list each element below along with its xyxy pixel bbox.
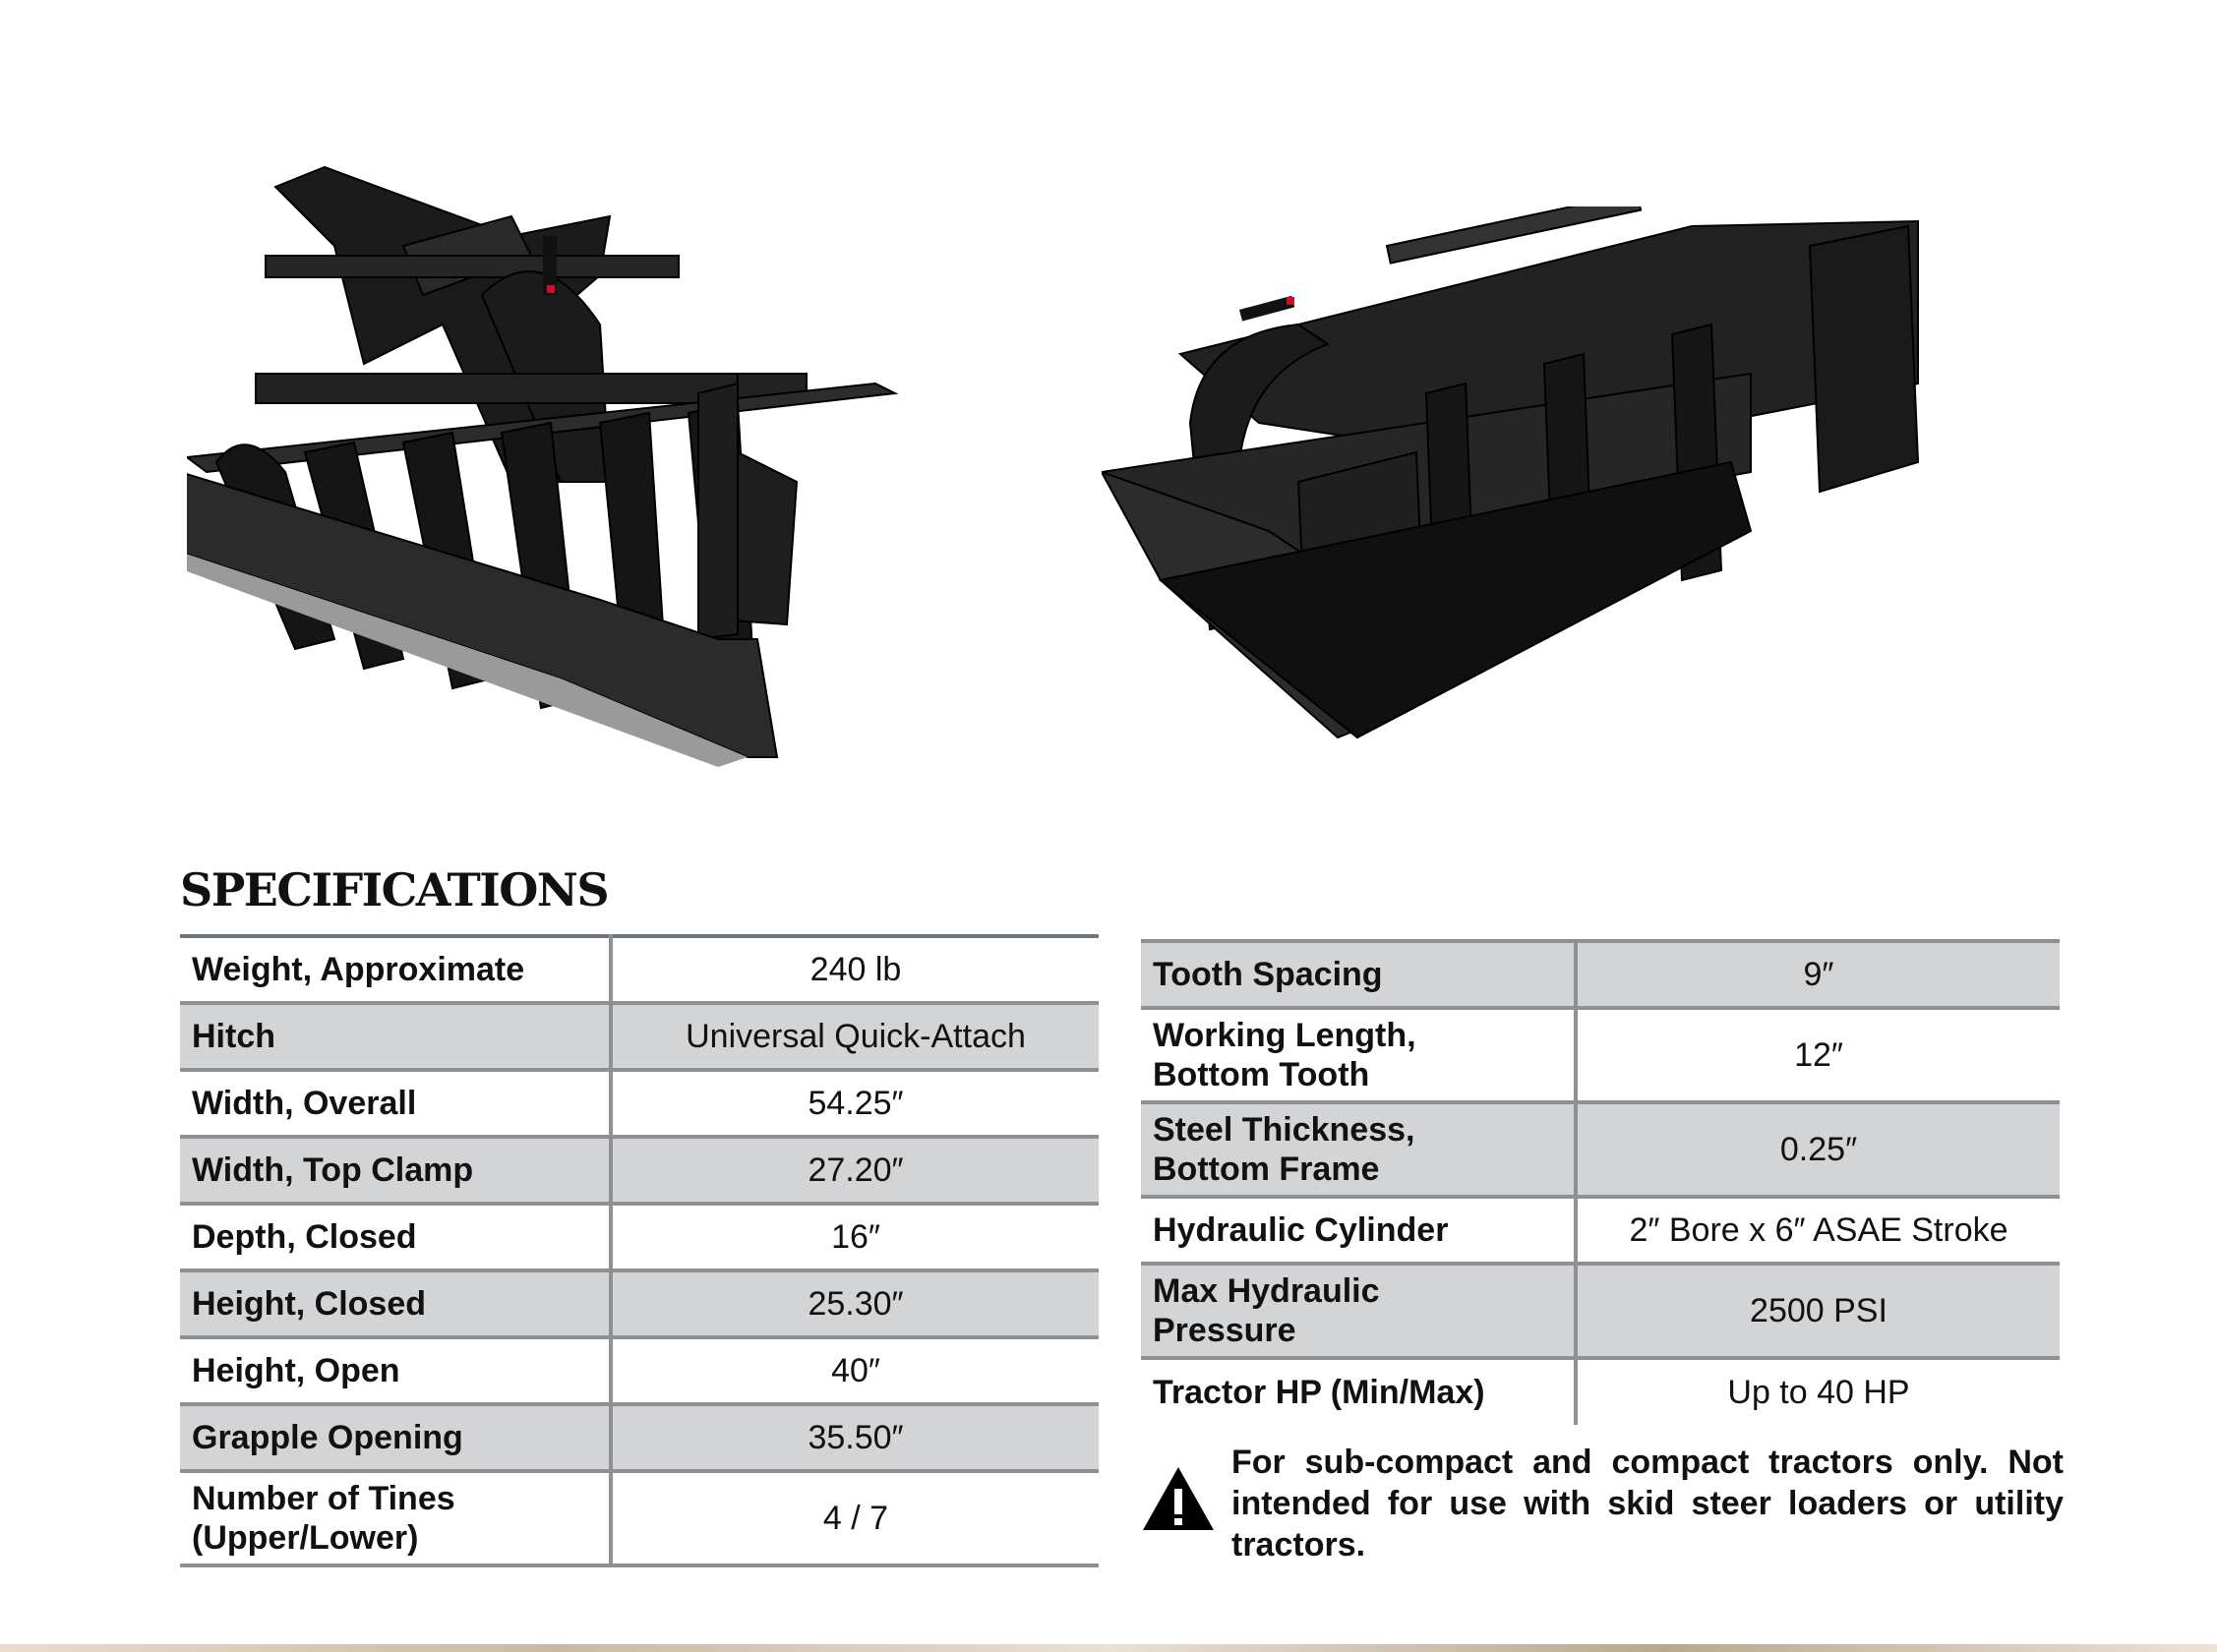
spec-value: Universal Quick-Attach <box>611 1003 1099 1072</box>
spec-value: 54.25″ <box>611 1070 1099 1139</box>
spec-label: Working Length,Bottom Tooth <box>1141 1008 1578 1104</box>
grapple-front-view-image <box>187 165 899 767</box>
spec-value: 4 / 7 <box>611 1471 1099 1567</box>
spec-value: 2500 PSI <box>1576 1264 2060 1360</box>
spec-label: Tractor HP (Min/Max) <box>1141 1358 1578 1425</box>
spec-label: Width, Overall <box>180 1070 613 1139</box>
spec-value: 16″ <box>611 1204 1099 1272</box>
warning-triangle-icon <box>1143 1467 1214 1530</box>
spec-label: Tooth Spacing <box>1141 941 1578 1010</box>
spec-label: Steel Thickness,Bottom Frame <box>1141 1102 1578 1199</box>
spec-value: 9″ <box>1576 941 2060 1010</box>
table-row: Number of Tines(Upper/Lower)4 / 7 <box>180 1471 1099 1567</box>
spec-label: Weight, Approximate <box>180 936 613 1005</box>
table-row: Tractor HP (Min/Max) Up to 40 HP <box>1141 1358 2060 1425</box>
spec-value: 12″ <box>1576 1008 2060 1104</box>
spec-label: Depth, Closed <box>180 1204 613 1272</box>
spec-value: 35.50″ <box>611 1404 1099 1473</box>
spec-label-line1: Max Hydraulic <box>1153 1272 1380 1310</box>
spec-label-line1: Steel Thickness, <box>1153 1111 1415 1149</box>
spec-value: 0.25″ <box>1576 1102 2060 1199</box>
spec-label-line2: Bottom Tooth <box>1153 1056 1370 1093</box>
spec-value: 2″ Bore x 6″ ASAE Stroke <box>1576 1197 2060 1266</box>
spec-value: 27.20″ <box>611 1137 1099 1206</box>
spec-label: Hydraulic Cylinder <box>1141 1197 1578 1266</box>
spec-label: Hitch <box>180 1003 613 1072</box>
spec-label: Grapple Opening <box>180 1404 613 1473</box>
spec-label: Width, Top Clamp <box>180 1137 613 1206</box>
tarter-logo <box>543 236 557 295</box>
warning-text: For sub-compact and compact tractors onl… <box>1231 1444 2064 1564</box>
spec-label: Height, Closed <box>180 1270 613 1339</box>
specifications-heading: SPECIFICATIONS <box>180 863 610 916</box>
spec-label-line1: Number of Tines <box>192 1480 455 1517</box>
spec-label-line2: Pressure <box>1153 1312 1296 1349</box>
spec-value: Up to 40 HP <box>1727 1374 1910 1411</box>
spec-label-line2: Bottom Frame <box>1153 1150 1380 1188</box>
spec-value: 25.30″ <box>611 1270 1099 1339</box>
spec-label: Number of Tines(Upper/Lower) <box>180 1471 613 1567</box>
grapple-side-view-image <box>1102 206 1920 739</box>
bottom-edge-strip <box>0 1644 2217 1652</box>
spec-label-line1: Working Length, <box>1153 1017 1416 1054</box>
spec-label-line2: (Upper/Lower) <box>192 1519 419 1557</box>
spec-value: 240 lb <box>611 936 1099 1005</box>
tarter-logo-right <box>1239 295 1295 322</box>
spec-label: Height, Open <box>180 1337 613 1406</box>
spec-value: 40″ <box>611 1337 1099 1406</box>
